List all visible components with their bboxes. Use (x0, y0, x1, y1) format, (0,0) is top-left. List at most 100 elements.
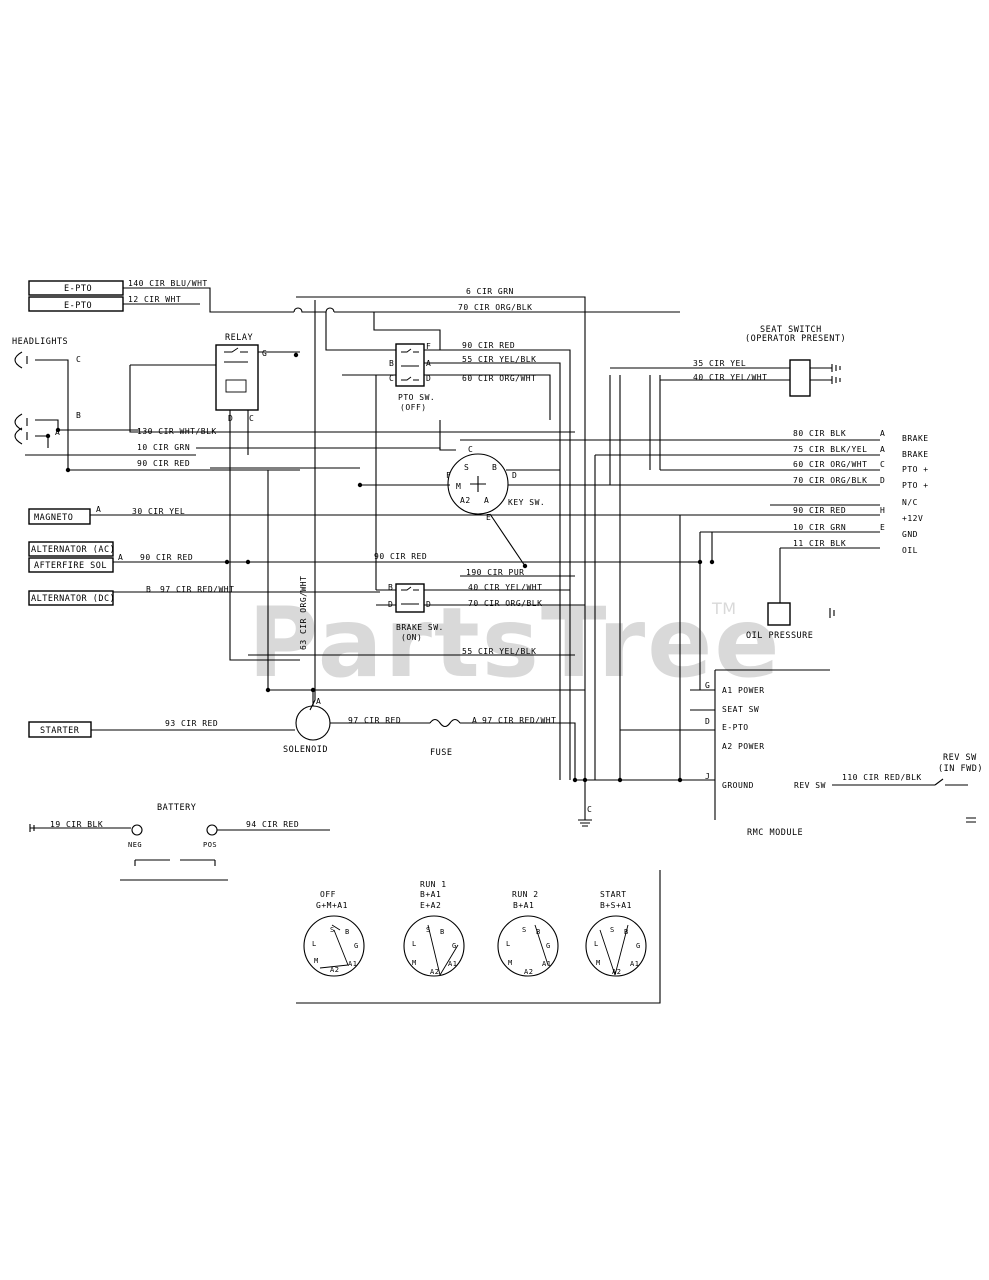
headlights-term-c: C (76, 355, 81, 364)
svg-text:M: M (314, 957, 319, 965)
wire-r90-label: 90 CIR RED (793, 506, 846, 515)
harness-pin-7: OIL (902, 546, 918, 555)
svg-text:A1: A1 (448, 960, 457, 968)
pto-term-d: D (426, 374, 431, 383)
wire-55low-label: 55 CIR YEL/BLK (462, 647, 536, 656)
svg-text:G: G (354, 942, 359, 950)
seat-switch-box (789, 359, 811, 397)
key-pos-2-name: RUN 2 (512, 890, 539, 899)
wire-93-label: 93 CIR RED (165, 719, 218, 728)
svg-text:M: M (508, 959, 513, 967)
oil-pressure-label: OIL PRESSURE (746, 631, 813, 641)
module-letter-d: D (705, 717, 710, 726)
svg-text:L: L (594, 940, 599, 948)
brake-term-b: B (388, 583, 393, 592)
pto-switch-box (395, 343, 425, 387)
chassis-term-c: C (587, 805, 592, 814)
wire-r10-label: 10 CIR GRN (793, 523, 846, 532)
key-term-a: A (484, 496, 489, 505)
relay-term-g: G (262, 349, 267, 358)
harness-pin-2: PTO + (902, 465, 929, 474)
rev-switch-state: (IN FWD) (938, 764, 983, 774)
wire-r70-label: 70 CIR ORG/BLK (793, 476, 867, 485)
wire-90top-label: 90 CIR RED (462, 341, 515, 350)
key-pos-1-name: RUN 1 (420, 880, 447, 889)
svg-text:G: G (452, 942, 457, 950)
harness-pin-6: GND (902, 530, 918, 539)
wire-40mid-label: 40 CIR YEL/WHT (468, 583, 542, 592)
headlights-term-a: A (55, 428, 60, 437)
solenoid-label: SOLENOID (283, 745, 328, 755)
headlights-term-b: B (76, 411, 81, 420)
brake-term-d2: D (426, 600, 431, 609)
key-pos-1-conn2: E+A2 (420, 901, 441, 910)
eptc-label-a: E-PTO (64, 284, 92, 294)
wire-190-label: 190 CIR PUR (466, 568, 524, 577)
alt-ac-term-a: A (118, 553, 123, 562)
wire-60-label: 60 CIR ORG/WHT (462, 374, 536, 383)
wire-30-label: 30 CIR YEL (132, 507, 185, 516)
pto-switch-state: (OFF) (400, 403, 427, 412)
starter-box (28, 721, 92, 738)
wire-70mid-label: 70 CIR ORG/BLK (468, 599, 542, 608)
harness-pin-3: PTO + (902, 481, 929, 490)
solenoid-term-a: A (316, 697, 321, 706)
module-pin-3: A2 POWER (722, 742, 765, 751)
key-pos-0-name: OFF (320, 890, 336, 899)
seat-switch-state: (OPERATOR PRESENT) (745, 334, 846, 344)
key-term-d: D (512, 471, 517, 480)
key-pos-3-conn: B+S+A1 (600, 901, 632, 910)
key-switch-label: KEY SW. (508, 498, 545, 507)
svg-text:A2: A2 (524, 968, 533, 976)
svg-text:B: B (440, 928, 445, 936)
key-term-c: C (468, 445, 473, 454)
rev-switch-label: REV SW (943, 753, 977, 763)
alt-dc-box (28, 590, 114, 606)
svg-text:A1: A1 (348, 960, 357, 968)
harness-letter-1: A (880, 445, 885, 454)
module-letter-j: J (705, 772, 710, 781)
rmc-module-label: RMC MODULE (747, 828, 803, 838)
wire-19-label: 19 CIR BLK (50, 820, 103, 829)
wire-110-label: 110 CIR RED/BLK (842, 773, 922, 782)
svg-text:A1: A1 (630, 960, 639, 968)
alt-ac-label: ALTERNATOR (AC) (31, 545, 115, 555)
module-pin-0: A1 POWER (722, 686, 765, 695)
svg-text:A2: A2 (430, 968, 439, 976)
key-term-f: F (446, 471, 451, 480)
wire-97sol-label: 97 CIR RED (348, 716, 401, 725)
brake-term-d: D (388, 600, 393, 609)
harness-letter-5: E (880, 523, 885, 532)
svg-text:G: G (636, 942, 641, 950)
key-term-a2: A2 (460, 496, 471, 505)
svg-text:A2: A2 (330, 966, 339, 974)
svg-text:L: L (412, 940, 417, 948)
magneto-term-a: A (96, 505, 101, 514)
key-term-e: E (486, 513, 491, 522)
wire-r75-label: 75 CIR BLK/YEL (793, 445, 867, 454)
wire-12-label: 12 CIR WHT (128, 295, 181, 304)
pto-term-a: A (426, 359, 431, 368)
wire-90mid-label: 90 CIR RED (374, 552, 427, 561)
svg-text:A2: A2 (612, 968, 621, 976)
svg-text:S: S (330, 926, 335, 934)
magneto-label: MAGNETO (34, 513, 73, 523)
wire-94-label: 94 CIR RED (246, 820, 299, 829)
svg-text:L: L (312, 940, 317, 948)
module-pin-4: GROUND (722, 781, 754, 790)
relay-term-c: C (249, 414, 254, 423)
battery-label: BATTERY (157, 803, 196, 813)
magneto-box (28, 508, 91, 525)
pto-term-f: F (426, 342, 431, 351)
battery-neg-label: NEG (128, 841, 142, 849)
pto-term-b: B (389, 359, 394, 368)
wire-70top-label: 70 CIR ORG/BLK (458, 303, 532, 312)
wire-55-label: 55 CIR YEL/BLK (462, 355, 536, 364)
wire-35-label: 35 CIR YEL (693, 359, 746, 368)
harness-pin-1: BRAKE (902, 450, 929, 459)
harness-pin-4: N/C (902, 498, 918, 507)
module-pin-2: E-PTO (722, 723, 749, 732)
harness-pin-0: BRAKE (902, 434, 929, 443)
brake-switch-state: (ON) (401, 633, 422, 642)
